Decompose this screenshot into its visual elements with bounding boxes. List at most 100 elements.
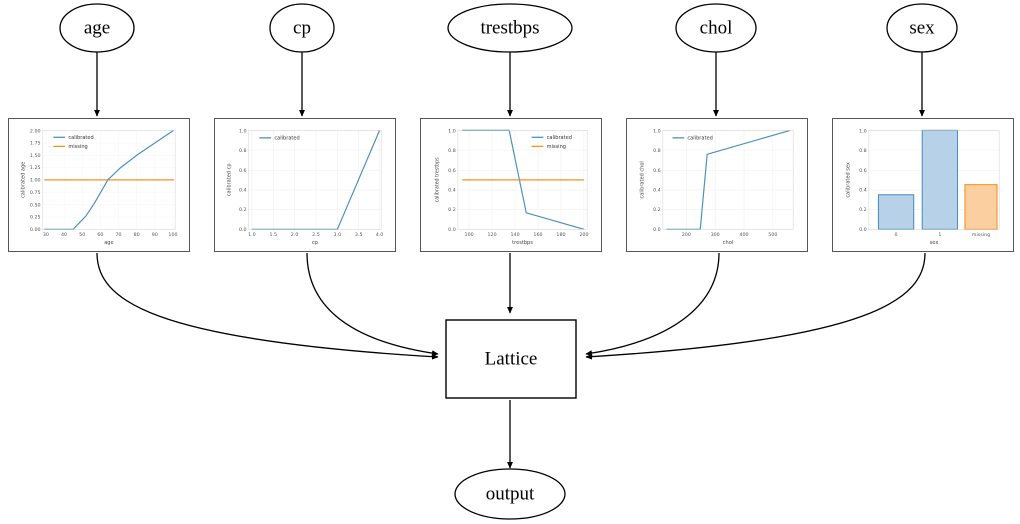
svg-text:0.75: 0.75 <box>30 190 41 196</box>
lattice-node-box[interactable] <box>445 319 577 399</box>
svg-text:3.5: 3.5 <box>355 232 363 238</box>
plot-panel-age[interactable]: 0.00 0.25 0.50 0.75 1.00 1.25 1.50 1.75 … <box>8 118 190 252</box>
svg-text:0.4: 0.4 <box>239 188 247 194</box>
node-label-trestbps: trestbps <box>480 17 539 38</box>
svg-text:30: 30 <box>43 232 49 238</box>
svg-text:1.0: 1.0 <box>859 129 867 135</box>
legend-cp: calibrated <box>259 135 300 141</box>
svg-text:1.50: 1.50 <box>30 153 41 159</box>
legend-chol: calibrated <box>672 135 713 141</box>
svg-text:0.6: 0.6 <box>239 168 247 174</box>
y-axis-label-cp: calibrated cp <box>227 163 233 196</box>
node-label-chol: chol <box>700 17 733 38</box>
output-node-label: output <box>486 483 535 504</box>
svg-text:1.75: 1.75 <box>30 141 41 147</box>
node-ellipse-age[interactable] <box>59 3 135 53</box>
svg-text:40: 40 <box>61 232 67 238</box>
svg-text:3.0: 3.0 <box>334 232 342 238</box>
svg-text:50: 50 <box>79 232 85 238</box>
arrow-cp-to-lattice <box>306 252 439 357</box>
svg-text:400: 400 <box>739 232 748 238</box>
x-axis-label-cp: cp <box>312 240 318 246</box>
svg-text:180: 180 <box>556 232 565 238</box>
y-axis-label-age: calibrated age <box>21 162 27 198</box>
arrow-sex-to-lattice <box>585 252 926 360</box>
x-axis-label-age: age <box>104 240 113 246</box>
bar-sex-0[interactable] <box>877 194 915 230</box>
plot-panel-chol[interactable]: 0.0 0.2 0.4 0.6 0.8 1.0 200 300 400 500 … <box>626 118 808 252</box>
arrow-age-to-lattice <box>96 252 439 360</box>
input-node-shapes <box>59 3 958 53</box>
svg-text:0.50: 0.50 <box>30 202 41 208</box>
svg-text:0.0: 0.0 <box>653 227 661 233</box>
plot-panel-cp[interactable]: 0.0 0.2 0.4 0.6 0.8 1.0 1.0 1.5 2.0 2.5 … <box>214 118 396 252</box>
svg-text:1.0: 1.0 <box>653 129 661 135</box>
svg-text:1.5: 1.5 <box>269 232 277 238</box>
node-label-age: age <box>84 17 110 38</box>
legend-label-calibrated: calibrated <box>687 135 712 141</box>
xtick-sex-0: 0 <box>895 232 898 238</box>
svg-text:1.25: 1.25 <box>30 165 41 171</box>
node-ellipse-cp[interactable] <box>269 3 335 53</box>
svg-text:2.00: 2.00 <box>30 129 41 135</box>
node-ellipse-sex[interactable] <box>886 3 958 53</box>
svg-text:100: 100 <box>465 232 474 238</box>
svg-text:0.2: 0.2 <box>653 207 661 213</box>
legend-trestbps: calibrated missing <box>531 135 572 150</box>
svg-text:140: 140 <box>510 232 519 238</box>
legend-label-calibrated: calibrated <box>547 135 572 141</box>
legend-label-calibrated: calibrated <box>274 135 299 141</box>
bar-sex-1[interactable] <box>921 129 959 230</box>
svg-text:90: 90 <box>152 232 158 238</box>
legend-label-calibrated: calibrated <box>68 135 93 141</box>
svg-text:500: 500 <box>768 232 777 238</box>
legend-label-missing: missing <box>68 144 87 150</box>
legend-label-missing: missing <box>547 144 566 150</box>
bar-sex-missing[interactable] <box>964 184 998 230</box>
series-line-calibrated <box>44 129 174 230</box>
x-axis-label-chol: chol <box>723 240 733 246</box>
plot-panel-sex[interactable]: 0.0 0.2 0.4 0.6 0.8 1.0 0 1 missing sex … <box>832 118 1014 252</box>
svg-text:2.0: 2.0 <box>291 232 299 238</box>
plot-svg-age: 0.00 0.25 0.50 0.75 1.00 1.25 1.50 1.75 … <box>9 119 189 251</box>
svg-text:0.25: 0.25 <box>30 215 41 221</box>
legend-age: calibrated missing <box>53 135 94 150</box>
plot-panel-trestbps[interactable]: 0.0 0.2 0.4 0.6 0.8 1.0 100 120 140 160 … <box>420 118 602 252</box>
node-ellipse-chol[interactable] <box>675 3 757 53</box>
svg-text:2.5: 2.5 <box>312 232 320 238</box>
bar-group-sex <box>877 129 998 230</box>
node-ellipse-trestbps[interactable] <box>447 3 573 53</box>
output-node-ellipse[interactable] <box>454 468 566 520</box>
svg-text:0.8: 0.8 <box>448 148 456 154</box>
svg-text:60: 60 <box>97 232 103 238</box>
svg-text:300: 300 <box>711 232 720 238</box>
svg-text:1.0: 1.0 <box>239 129 247 135</box>
svg-text:0.0: 0.0 <box>448 227 456 233</box>
y-axis-label-trestbps: calibrated trestbps <box>435 157 441 203</box>
svg-text:80: 80 <box>134 232 140 238</box>
plot-svg-sex: 0.0 0.2 0.4 0.6 0.8 1.0 0 1 missing sex … <box>833 119 1013 251</box>
x-axis-label-sex: sex <box>930 240 939 246</box>
xtick-sex-1: 1 <box>938 232 941 238</box>
y-axis-label-sex: calibrated sex <box>846 162 852 198</box>
svg-text:160: 160 <box>533 232 542 238</box>
lattice-node-label: Lattice <box>485 348 538 369</box>
svg-text:0.8: 0.8 <box>859 148 867 154</box>
arrow-chol-to-lattice <box>585 252 720 357</box>
svg-text:70: 70 <box>115 232 121 238</box>
node-to-plot-arrows <box>94 52 925 117</box>
svg-text:200: 200 <box>682 232 691 238</box>
svg-text:0.0: 0.0 <box>859 227 867 233</box>
svg-text:1.00: 1.00 <box>30 177 41 183</box>
plot-svg-cp: 0.0 0.2 0.4 0.6 0.8 1.0 1.0 1.5 2.0 2.5 … <box>215 119 395 251</box>
svg-text:120: 120 <box>488 232 497 238</box>
xtick-sex-missing: missing <box>972 232 990 238</box>
svg-text:0.4: 0.4 <box>859 188 867 194</box>
svg-text:0.6: 0.6 <box>653 168 661 174</box>
node-label-sex: sex <box>909 17 935 38</box>
svg-text:1.0: 1.0 <box>248 232 256 238</box>
input-node-labels: age cp trestbps chol sex <box>84 17 935 38</box>
svg-text:0.8: 0.8 <box>239 148 247 154</box>
